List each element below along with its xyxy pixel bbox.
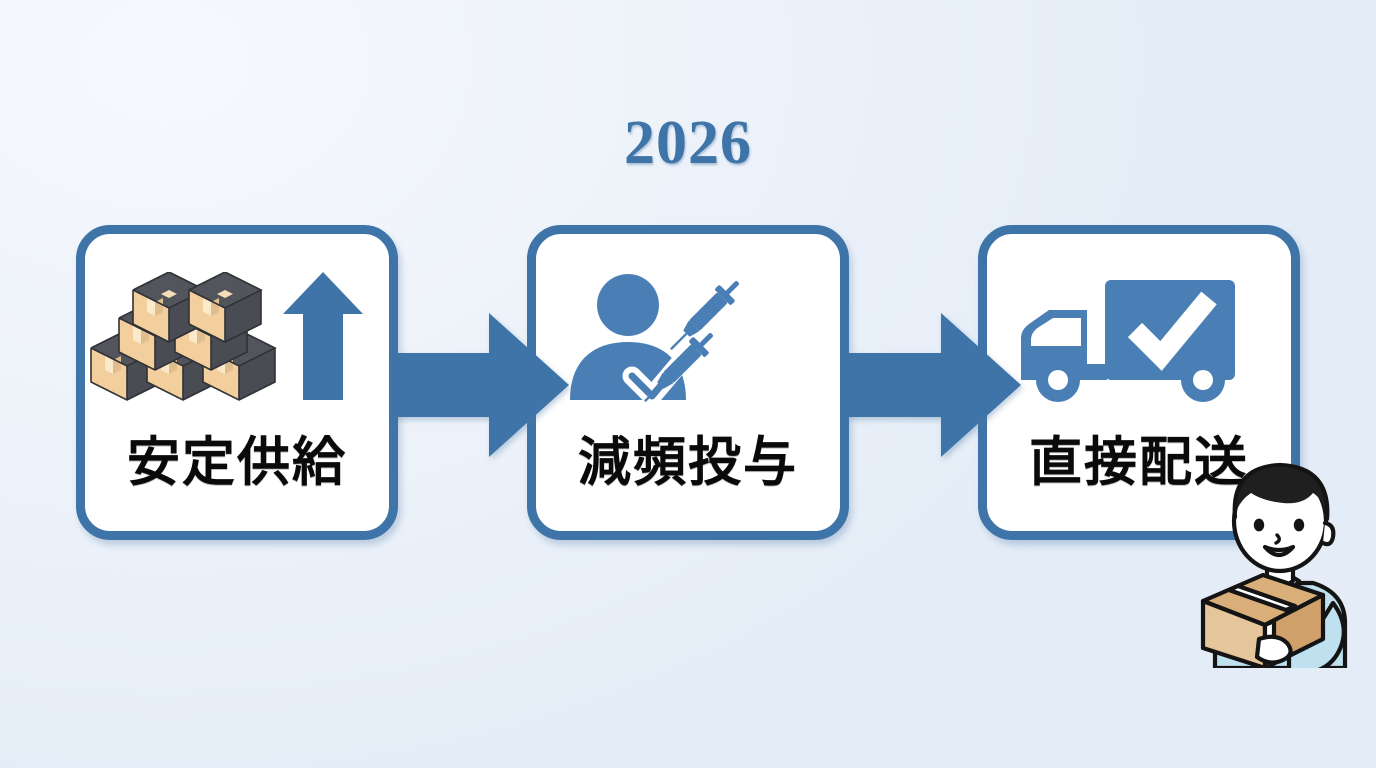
step-card-reduced-dosing[interactable]: 減頻投与: [527, 225, 849, 540]
delivery-person-illustration: [1185, 443, 1376, 676]
person-check-with-syringes-icon: [536, 272, 840, 406]
step-card-stable-supply[interactable]: 安定供給: [76, 225, 398, 540]
stacked-boxes-with-up-arrow-icon: [85, 271, 389, 402]
step-label: 減頻投与: [578, 432, 798, 493]
flow-arrow-1: [393, 305, 569, 465]
flow-arrow-2: [845, 305, 1021, 465]
year-title: 2026: [624, 109, 752, 177]
delivery-truck-check-icon: [987, 272, 1291, 402]
step-label: 安定供給: [127, 432, 347, 493]
step-label: 直接配送: [1029, 432, 1249, 493]
